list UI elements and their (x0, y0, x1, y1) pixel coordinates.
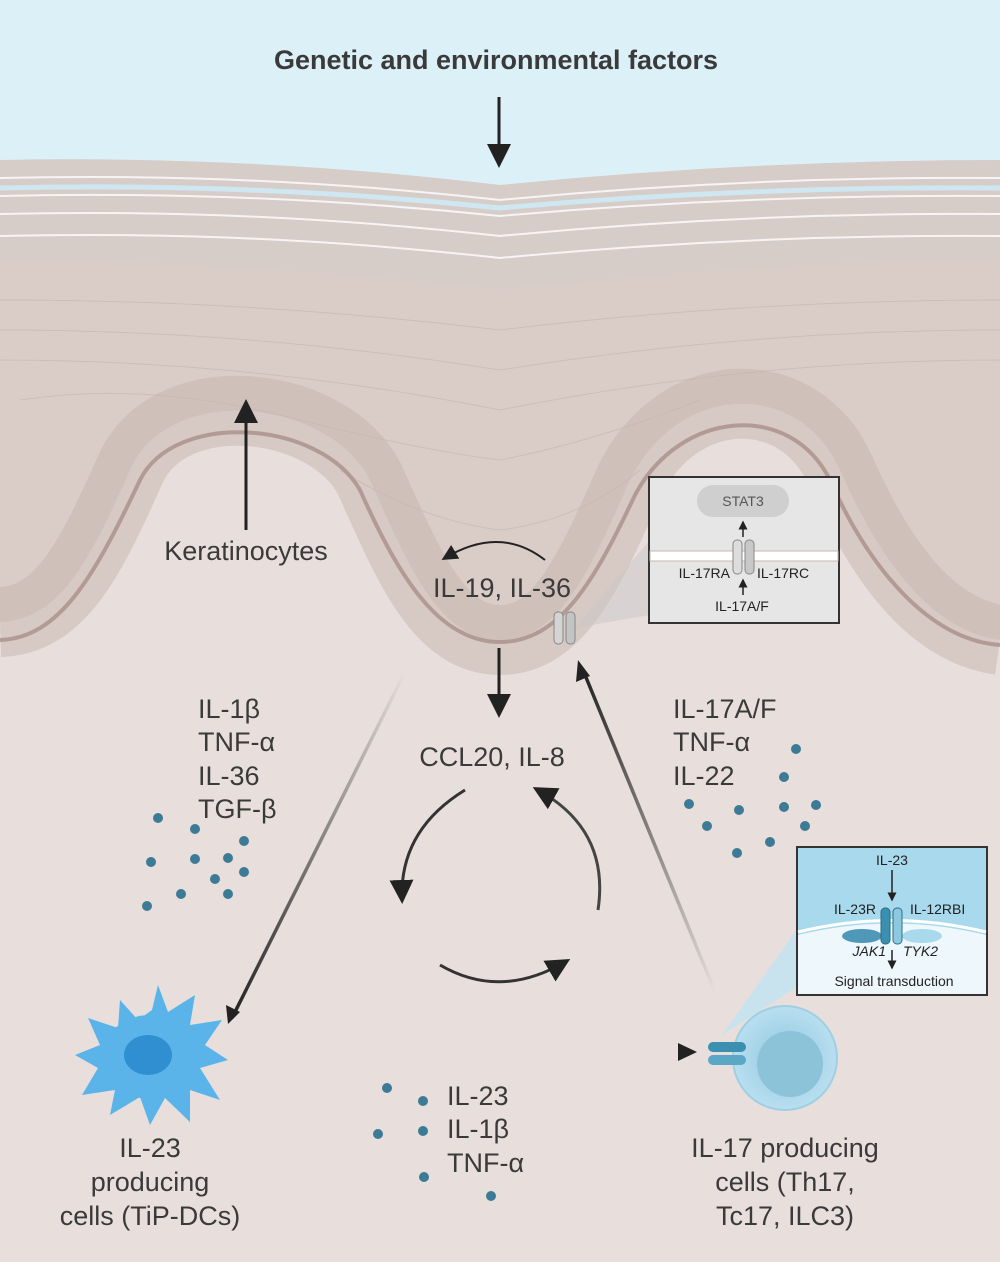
cytokine-label: TGF-β (198, 794, 277, 824)
cytokine-label: TNF-α (673, 727, 750, 757)
dc-label-line: producing (91, 1167, 210, 1197)
signal-transduction-label: Signal transduction (834, 973, 953, 989)
cycle-arrows (389, 787, 602, 984)
cytokine-label: IL-23 (447, 1081, 509, 1111)
dc-cytokine-list: IL-1β TNF-α IL-36 TGF-β (198, 694, 277, 824)
cytokine-label: IL-1β (198, 694, 260, 724)
il12rb1-label: IL-12RBI (910, 901, 965, 917)
il17-receptor (553, 611, 576, 645)
th17-cytokine-list: IL-17A/F TNF-α IL-22 (673, 694, 777, 791)
th17-label-line: Tc17, ILC3) (716, 1201, 854, 1231)
tyk2-label: TYK2 (903, 943, 938, 959)
to-dc-arrow (230, 671, 407, 1019)
keratinocytes-label: Keratinocytes (164, 536, 328, 566)
il17af-ligand-label: IL-17A/F (715, 598, 769, 614)
bottom-cytokine-list: IL-23 IL-1β TNF-α (447, 1081, 524, 1178)
epidermis (0, 258, 1000, 640)
dc-label-line: cells (TiP-DCs) (60, 1201, 240, 1231)
inset-callout (575, 540, 650, 628)
il23-signaling-inset: IL-23 IL-23R IL-12RBI JAK1 TYK2 Signal t… (796, 846, 988, 996)
il19-il36-label: IL-19, IL-36 (433, 573, 571, 603)
cytokine-label: TNF-α (198, 727, 275, 757)
il23-ligand-label: IL-23 (876, 852, 908, 868)
inset-callout (722, 925, 800, 1035)
th17-label-line: IL-17 producing (691, 1133, 879, 1163)
il23r-label: IL-23R (834, 901, 876, 917)
ccl20-il8-label: CCL20, IL-8 (419, 742, 565, 772)
title-text: Genetic and environmental factors (274, 45, 718, 75)
il17rc-label: IL-17RC (757, 565, 809, 581)
il17ra-label: IL-17RA (679, 565, 731, 581)
cytokine-label: TNF-α (447, 1148, 524, 1178)
cytokine-label: IL-36 (198, 761, 260, 791)
cytokine-label: IL-1β (447, 1114, 509, 1144)
il17-signaling-inset: STAT3 IL-17RA IL-17RC IL-17A/F (648, 476, 840, 624)
th17-cell-icon (708, 1005, 838, 1111)
dendritic-cell-icon (75, 985, 228, 1125)
dc-cell-label: IL-23 producing cells (TiP-DCs) (60, 1133, 240, 1231)
cytokine-label: IL-17A/F (673, 694, 777, 724)
stat3-label: STAT3 (722, 493, 764, 509)
il19-il36-arrow (441, 541, 546, 561)
cytokine-dots (142, 744, 821, 1201)
cytokine-label: IL-22 (673, 761, 735, 791)
th17-label-line: cells (Th17, (715, 1167, 855, 1197)
to-keratinocyte-arrow (581, 669, 717, 993)
jak1-label: JAK1 (852, 943, 886, 959)
th17-cell-label: IL-17 producing cells (Th17, Tc17, ILC3) (691, 1133, 879, 1231)
dc-label-line: IL-23 (119, 1133, 181, 1163)
